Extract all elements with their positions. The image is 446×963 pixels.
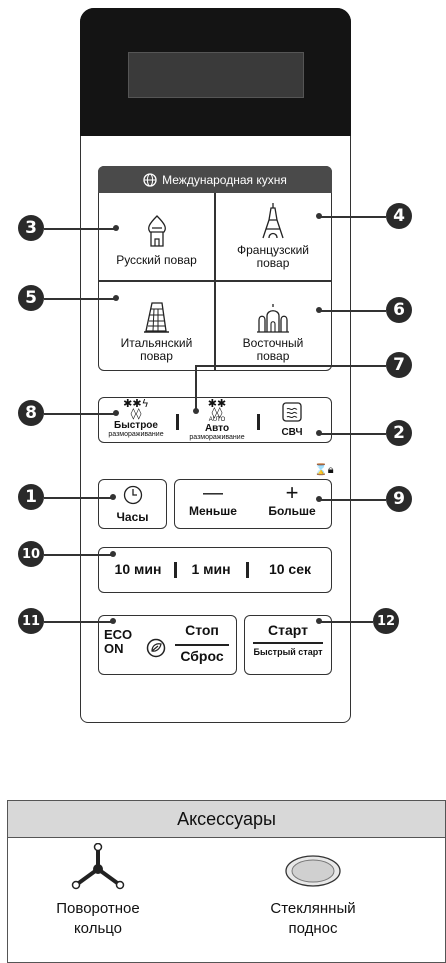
quick-defrost-sublabel: размораживание [108, 431, 164, 438]
ring-label-2: кольцо [73, 920, 123, 937]
oriental-chef-label-2: повар [256, 349, 290, 363]
eco-leaf-icon [146, 638, 166, 658]
tray-label-1: Стеклянный [270, 900, 356, 917]
stop-label: Стоп [185, 622, 219, 638]
accessories-table: Аксессуары Поворотное кольцо Стеклянный … [7, 800, 446, 963]
oriental-chef-label-1: Восточный [242, 336, 304, 350]
mosque-icon [257, 304, 289, 333]
ten-min-button[interactable]: 10 мин [114, 561, 162, 577]
defrost-row [98, 397, 332, 443]
more-button[interactable]: + Больше [256, 482, 328, 526]
callout-1: 1 [18, 484, 44, 510]
microwave-button[interactable]: СВЧ [274, 402, 310, 440]
international-cuisine-label: Международная кухня [162, 172, 287, 187]
quick-start-label: Быстрый старт [253, 646, 323, 657]
ring-label-1: Поворотное [56, 900, 140, 917]
callout-9: 9 [386, 486, 412, 512]
start-label: Старт [268, 622, 308, 638]
minus-icon: — [203, 482, 223, 504]
one-min-button[interactable]: 1 мин [191, 561, 231, 577]
accessories-title: Аксессуары [8, 801, 445, 838]
ten-sec-button[interactable]: 10 сек [268, 561, 312, 577]
eiffel-tower-icon [262, 203, 284, 239]
quick-defrost-label: Быстрое [114, 420, 158, 431]
quick-defrost-icon: ✱✱ϟ◊◊ [123, 397, 149, 420]
callout-10: 10 [18, 541, 44, 567]
pisa-tower-icon [143, 302, 169, 333]
french-chef-label-1: Французский [237, 243, 309, 257]
callout-4: 4 [386, 203, 412, 229]
eco-label: ECO ON [104, 628, 132, 656]
roller-ring-icon [71, 842, 125, 890]
microwave-waves-icon [282, 402, 302, 422]
microwave-label: СВЧ [281, 427, 303, 438]
clock-icon [123, 485, 142, 505]
less-label: Меньше [189, 504, 237, 518]
more-label: Больше [268, 504, 316, 518]
eco-label-2: ON [104, 641, 124, 656]
italian-chef-label-2: повар [140, 349, 173, 363]
clock-button[interactable]: Часы [98, 479, 167, 529]
quick-defrost-button[interactable]: ✱✱ϟ◊◊ Быстрое размораживание [102, 397, 170, 441]
russian-church-icon [147, 215, 166, 247]
callout-8: 8 [18, 400, 44, 426]
international-cuisine-header: Международная кухня [98, 166, 332, 193]
auto-defrost-label: Авто [204, 423, 230, 434]
start-button[interactable]: Старт Быстрый старт [244, 615, 332, 675]
italian-chef-label-1: Итальянский [120, 336, 193, 350]
callout-2: 2 [386, 420, 412, 446]
globe-icon [143, 172, 157, 187]
french-chef-button[interactable]: Французский повар [216, 195, 330, 278]
adjust-group [174, 479, 332, 529]
clock-label: Часы [116, 510, 149, 524]
time-group [98, 547, 332, 593]
glass-tray-icon [285, 855, 341, 887]
russian-chef-button[interactable]: Русский повар [100, 195, 213, 273]
callout-12: 12 [373, 608, 399, 634]
glass-tray: Стеклянный поднос [233, 853, 393, 939]
callout-11: 11 [18, 608, 44, 634]
eco-label-1: ECO [104, 627, 133, 642]
auto-defrost-button[interactable]: ✱✱◊◊ AUTO Авто размораживание [182, 397, 252, 441]
french-chef-label-2: повар [256, 256, 290, 270]
auto-tag: AUTO [208, 417, 226, 423]
tray-label-2: поднос [288, 920, 338, 937]
callout-6: 6 [386, 297, 412, 323]
lcd-display [128, 52, 304, 98]
plus-icon: + [285, 480, 299, 505]
auto-defrost-sublabel: размораживание [189, 434, 245, 441]
callout-5: 5 [18, 285, 44, 311]
oriental-chef-button[interactable]: Восточный повар [216, 283, 330, 369]
less-button[interactable]: — Меньше [178, 482, 248, 526]
reset-label: Сброс [180, 648, 224, 664]
russian-chef-label: Русский повар [116, 253, 197, 267]
italian-chef-button[interactable]: Итальянский повар [100, 283, 213, 369]
turntable-ring: Поворотное кольцо [18, 842, 178, 939]
auto-defrost-icon: ✱✱◊◊ [207, 397, 227, 419]
callout-7: 7 [386, 352, 412, 378]
callout-3: 3 [18, 215, 44, 241]
hourglass-lock-icon: ⌛🔒︎ [314, 463, 334, 476]
